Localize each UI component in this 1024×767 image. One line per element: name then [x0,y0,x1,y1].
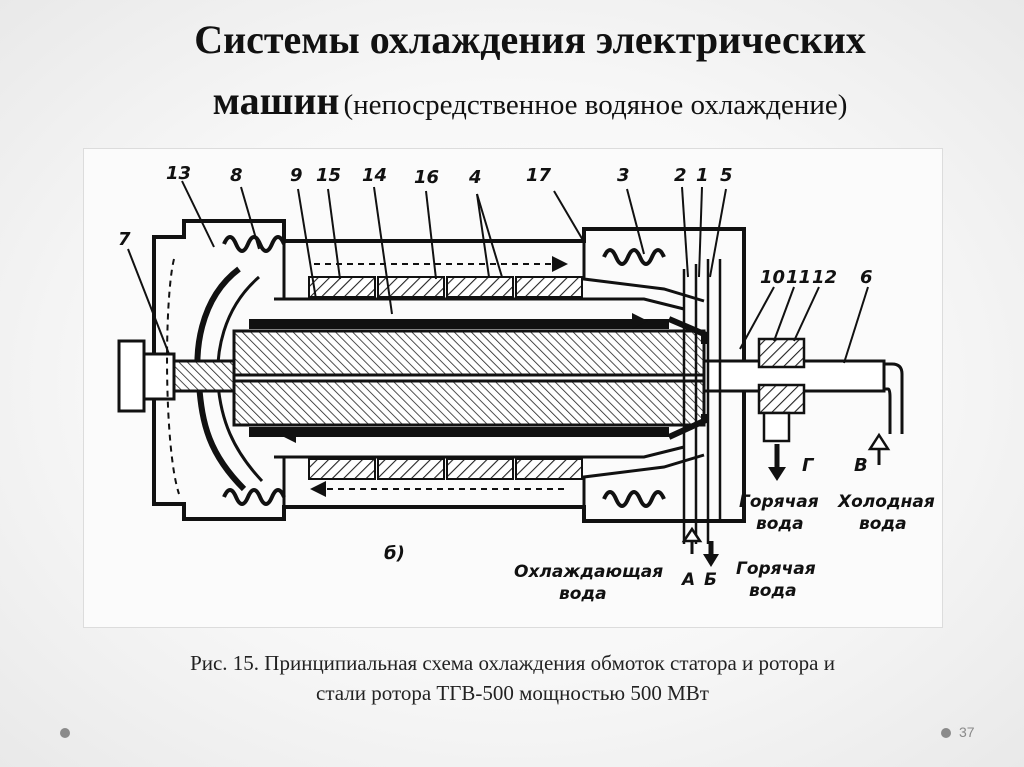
letter-b: Б [704,570,717,590]
part-label: 13 [166,163,191,184]
stator-core-top [308,276,583,298]
part-label: 4 [468,167,482,188]
end-winding-top-left [222,235,286,253]
letter-v: В [854,455,868,476]
figure-caption: Рис. 15. Принципиальная схема охлаждения… [95,648,930,708]
part-label: 1 [696,165,709,186]
next-slide-dot[interactable] [941,728,951,738]
part-label: 9 [290,165,303,186]
slide-title: Системы охлаждения электрических машин (… [90,14,970,136]
hot-water-label-1b: вода [756,514,804,534]
view-label: б) [384,543,405,564]
stator-core-bottom [308,458,583,480]
part-label: 17 [526,165,552,186]
part-label: 5 [720,165,733,186]
part-label: 16 [414,167,439,188]
caption-line-2: стали ротора ТГВ-500 мощностью 500 МВт [316,681,709,705]
part-number-labels: 13 8 9 15 14 16 4 17 3 2 1 5 7 10 11 12 … [118,163,873,288]
part-label: 6 [860,267,873,288]
shaft-left-flange [117,339,146,413]
part-label: 10 [760,267,785,288]
end-winding-bottom-left [222,488,286,506]
part-label: 11 [786,267,811,288]
end-winding-top-right [602,248,666,266]
cold-water-label-b: вода [859,514,907,534]
cooling-diagram-figure: 13 8 9 15 14 16 4 17 3 2 1 5 7 10 11 12 … [83,148,943,628]
water-inlet-box [757,337,806,369]
cold-water-label: Холодная [837,492,935,512]
caption-line-1: Рис. 15. Принципиальная схема охлаждения… [190,651,835,675]
water-flow-arrows [681,432,891,567]
part-label: 7 [118,229,131,250]
part-label: 15 [316,165,341,186]
letter-a: А [680,570,695,590]
hot-water-label-2: Горячая [736,559,816,579]
rotor [232,316,707,440]
hot-water-label-1: Горячая [739,492,819,512]
letter-g: Г [802,455,815,476]
cooling-water-label-b: вода [559,584,607,604]
part-label: 2 [674,165,687,186]
coolant-flow-arrows [166,256,648,497]
part-label: 12 [812,267,837,288]
end-winding-bottom-right [602,490,666,508]
title-line-1: Системы охлаждения электрических [194,17,866,62]
part-label: 14 [362,165,387,186]
cooling-water-label: Охлаждающая [514,562,663,582]
title-line-2: машин [212,78,340,123]
leader-lines [127,180,869,364]
prev-slide-dot[interactable] [60,728,70,738]
hot-water-label-2b: вода [749,581,797,601]
page-number: 37 [959,724,975,740]
part-label: 3 [617,165,630,186]
title-subtitle: (непосредственное водяное охлаждение) [343,89,848,121]
part-label: 8 [230,165,243,186]
generator-cross-section: 13 8 9 15 14 16 4 17 3 2 1 5 7 10 11 12 … [117,163,935,604]
